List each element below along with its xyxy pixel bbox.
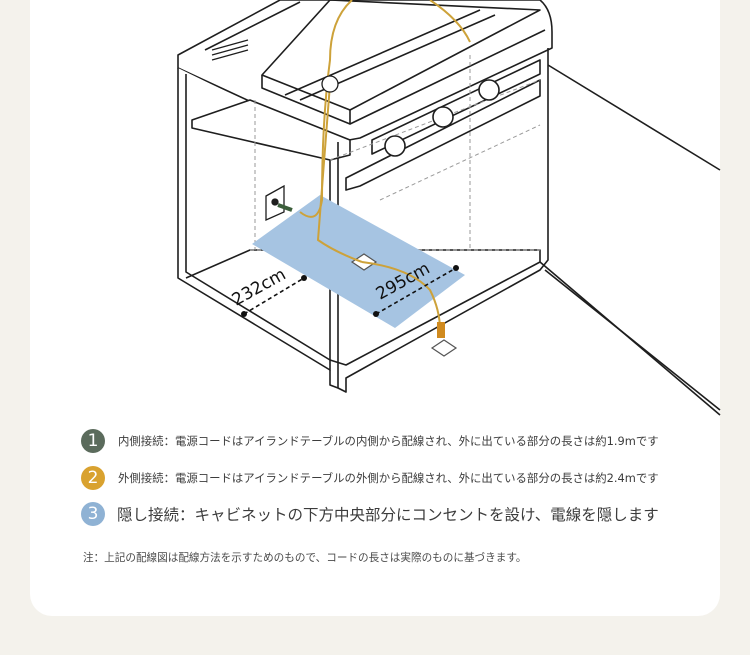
knob [478,79,500,101]
legend-item-hidden: 3 隠し接続：キャビネットの下方中央部分にコンセントを設け、電線を隠します [81,502,659,526]
number-badge-1-icon: 1 [81,429,105,453]
knob [432,106,454,128]
legend-item-outer: 2 外側接続：電源コードはアイランドテーブルの外側から配線され、外に出ている部分… [81,466,659,490]
footnote: 注：上記の配線図は配線方法を示すためのもので、コードの長さは実際のものに基づきま… [83,552,527,564]
wiring-diagram: 232cm 295cm [177,0,721,416]
number-badge-2-icon: 2 [81,466,105,490]
legend-item-inner: 1 内側接続：電源コードはアイランドテーブルの内側から配線され、外に出ている部分… [81,429,659,453]
cord-outer [361,0,471,331]
wall-outlet [265,184,285,222]
knob [384,135,406,157]
legend-text-inner: 内側接続：電源コードはアイランドテーブルの内側から配線され、外に出ている部分の長… [118,434,659,448]
cord-center [316,83,363,263]
number-badge-3-icon: 3 [81,502,105,526]
floor-outlet-front [430,339,458,357]
cord-inner [299,0,353,218]
legend-text-hidden: 隠し接続：キャビネットの下方中央部分にコンセントを設け、電線を隠します [117,506,659,524]
legend-text-outer: 外側接続：電源コードはアイランドテーブルの外側から配線され、外に出ている部分の長… [118,471,659,485]
